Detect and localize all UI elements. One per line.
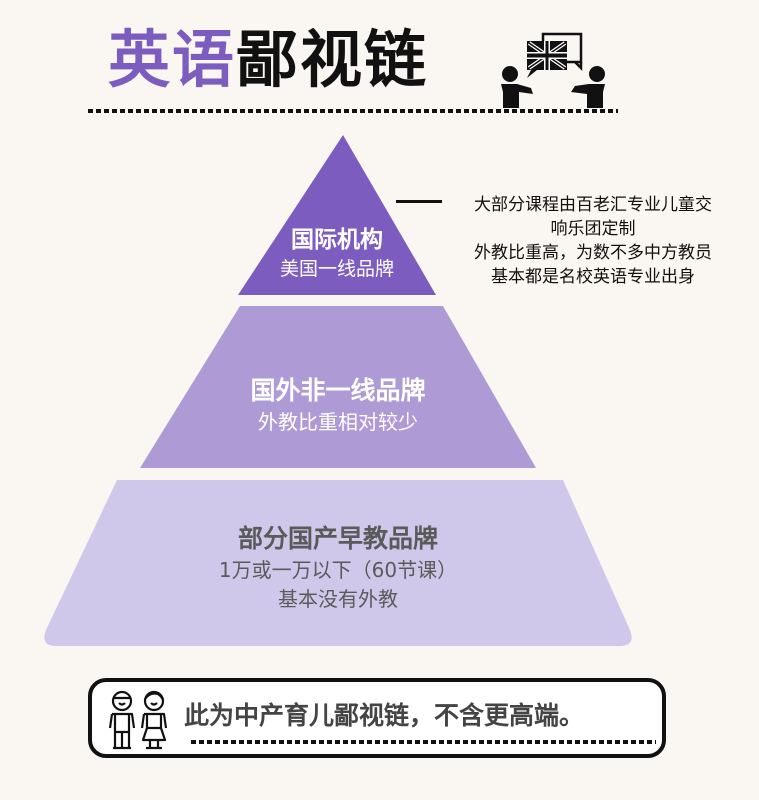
pyramid-tier-3-shape <box>44 480 632 646</box>
title-dotted-divider <box>88 109 618 113</box>
title-main: 鄙视链 <box>236 23 429 96</box>
tier-3-title: 部分国产早教品牌 <box>237 524 438 553</box>
two-people-speaking-english-flag-icon <box>501 32 605 108</box>
annotation-line: 基本都是名校英语专业出身 <box>491 267 695 287</box>
pyramid-diagram <box>44 135 632 646</box>
tier-3-subtitle: 1万或一万以下（60节课） <box>218 558 458 582</box>
footer-note-text: 此为中产育儿鄙视链，不含更高端。 <box>184 701 585 730</box>
boy-and-girl-icon <box>108 690 168 750</box>
tier-2-subtitle: 外教比重相对较少 <box>258 410 418 434</box>
tier-1-title: 国际机构 <box>291 227 383 253</box>
pyramid-tier-2-shape <box>140 306 536 468</box>
annotation-line: 响乐团定制 <box>550 219 636 239</box>
annotation-line: 大部分课程由百老汇专业儿童交 <box>474 195 712 215</box>
footer-dotted-underline <box>191 740 656 744</box>
pyramid-tier-2-label: 国外非一线品牌 外教比重相对较少 <box>140 374 536 436</box>
pyramid-tier-1-shape <box>238 135 436 295</box>
pyramid-tier-3-label: 部分国产早教品牌 1万或一万以下（60节课） 基本没有外教 <box>40 522 636 614</box>
pyramid-tier-1-label: 国际机构 美国一线品牌 <box>238 224 436 282</box>
page-title: 英语鄙视链 <box>108 22 428 98</box>
tier-3-subtitle-2: 基本没有外教 <box>278 587 398 611</box>
annotation-line: 外教比重高，为数不多中方教员 <box>474 243 712 263</box>
annotation-connector-line <box>396 200 442 203</box>
title-highlight: 英语 <box>108 23 237 96</box>
tier-2-title: 国外非一线品牌 <box>250 376 426 405</box>
footer-note-box: 此为中产育儿鄙视链，不含更高端。 <box>88 678 666 758</box>
tier-1-annotation: 大部分课程由百老汇专业儿童交 响乐团定制 外教比重高，为数不多中方教员 基本都是… <box>448 193 738 289</box>
tier-1-subtitle: 美国一线品牌 <box>279 258 394 280</box>
